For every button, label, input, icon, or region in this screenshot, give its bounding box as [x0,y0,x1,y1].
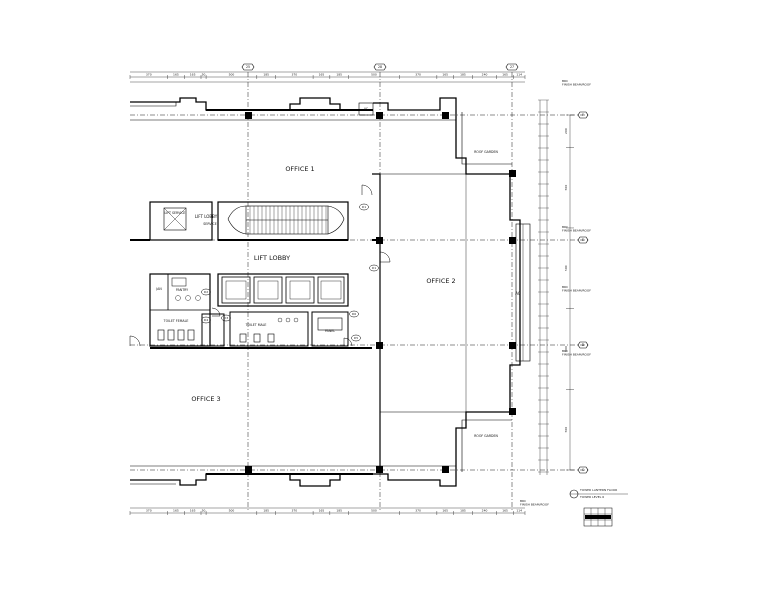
room-label-service: SERVICE [203,222,216,226]
door-tag: D1 [372,266,376,270]
dimension-label: 370 [415,73,421,77]
dimension-label: 165 [502,73,508,77]
core-upper [130,201,349,241]
dimension-label: 185 [263,509,269,513]
room-label-office-2: OFFICE 2 [426,277,455,285]
dimension-label: 165 [319,73,325,77]
dimension-label: 165 [442,73,448,77]
top-dimension-string: 370 165 165 50 500 185 370 165 185 500 370 165 185 24… [129,71,526,83]
room-label-office-1: OFFICE 1 [285,165,314,173]
grid-bubble-25: 25 [246,65,250,69]
dimension-label: 185 [336,509,342,513]
grid-bubble-27: 27 [510,65,514,69]
room-labels: OFFICE 1 OFFICE 2 OFFICE 3 LIFT LOBBY LI… [155,107,521,438]
grid-bubble-f: F [582,113,584,117]
dimension-label: 114 [516,73,522,77]
door-tag: D1 [362,205,366,209]
room-label-lift-service: LIFT SERVICE [165,211,186,215]
door-tag: D2 [204,290,208,294]
dimension-label: 500 [564,346,568,352]
dimension-label: 500 [229,509,235,513]
room-label-pantry: PANTRY [176,288,188,292]
grid-lines [130,72,590,512]
room-label-ac-right: AC [515,291,521,296]
door-tag: D3 [224,316,228,320]
dimension-label: 500 [564,185,568,191]
dimension-label: 165 [173,73,179,77]
room-label-office-3: OFFICE 3 [191,395,220,403]
room-label-toilet-female: TOILET FEMALE [163,319,189,323]
dimension-label: 370 [146,509,152,513]
room-label-panel: PANEL [325,329,335,333]
dimension-label: 165 [190,73,196,77]
dimension-label: 500 [371,509,377,513]
dimension-label: 50 [202,509,206,513]
room-label-ac-top: AC [364,107,369,111]
legend: TOWER LANTERN FLOOR TOWER LEVEL 6 [569,488,628,527]
room-label-lift-lobby: LIFT LOBBY [254,254,290,262]
room-label-roof-garden-bottom: ROOF GARDEN [474,434,498,438]
doors [129,184,391,347]
facade-bottom [130,465,457,487]
grid-bubbles-right: F E D C [577,111,589,474]
dimension-label: 370 [146,73,152,77]
dimension-label: 500 [229,73,235,77]
dimension-label: 500 [564,265,568,271]
dimension-label: 370 [415,509,421,513]
room-label-roof-garden-top: ROOF GARDEN [474,150,498,154]
door-tag: D4 [204,318,208,322]
dimension-label: 200 [564,128,568,134]
dimension-label: 165 [442,509,448,513]
dimension-label: 370 [291,73,297,77]
dimension-label: 370 [291,509,297,513]
lift-bank [217,273,349,307]
dimension-label: 185 [263,73,269,77]
dimension-label: 500 [564,427,568,433]
core-lower [149,239,380,349]
door-tag: D5 [354,336,358,340]
grid-bubble-d: D [582,343,585,347]
grid-bubble-c: C [582,468,585,472]
grid-bubble-e: E [582,238,584,242]
facade-top [130,97,457,121]
east-wing [372,102,531,480]
dimension-label: 50 [202,73,206,77]
dimension-label: 185 [460,509,466,513]
door-tag: D6 [352,312,356,316]
dimension-label: 240 [482,509,488,513]
dimension-label: 165 [502,509,508,513]
dimension-label: 500 [371,73,377,77]
bottom-dimension-string: 370 165 165 50 500 185 370 165 185 500 370 165 185 24… [129,507,526,515]
room-label-toilet-male: TOILET MALE [245,323,267,327]
dimension-label: 114 [516,509,522,513]
dimension-label: 240 [482,73,488,77]
door-tags: D1 D1 D2 D3 D4 D5 D6 [201,203,379,342]
legend-line-1: TOWER LANTERN FLOOR [579,488,617,492]
dimension-label: 165 [319,509,325,513]
dimension-label: 165 [190,509,196,513]
grid-bubble-28: 28 [378,65,382,69]
grid-bubbles-top: 25 28 27 [241,63,519,71]
room-label-lift-lobby-small: LIFT LOBBY [195,214,218,219]
room-label-janitor: JAN [155,287,162,291]
dimension-label: 185 [460,73,466,77]
dimension-label: 165 [173,509,179,513]
right-dimension-string: 200 500 500 500 500 [538,99,574,475]
dimension-label: 185 [336,73,342,77]
legend-line-2: TOWER LEVEL 6 [579,495,604,499]
